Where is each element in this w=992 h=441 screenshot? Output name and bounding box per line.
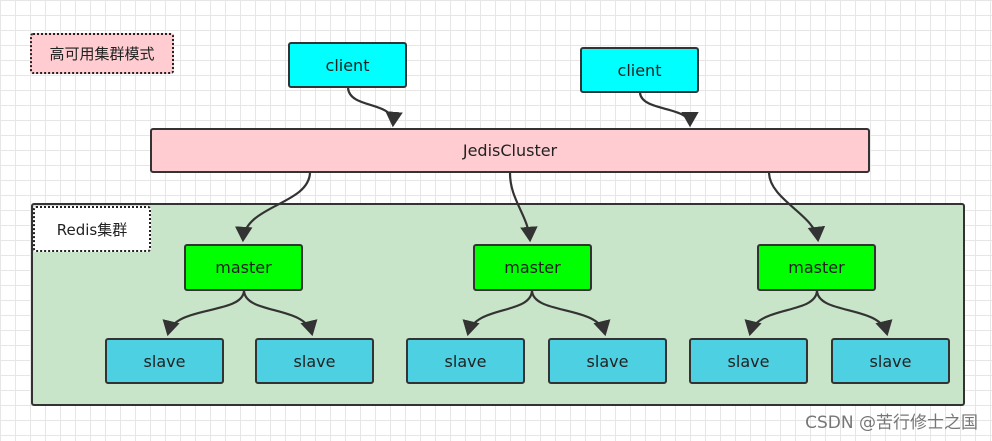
client-node-1: client (288, 42, 407, 88)
slave-node-6: slave (831, 338, 950, 384)
master-node-2: master (473, 244, 592, 291)
slave-node-4: slave (548, 338, 667, 384)
redis-cluster-tag: Redis集群 (33, 206, 151, 252)
client-node-2: client (580, 47, 699, 93)
title-tag: 高可用集群模式 (30, 33, 174, 74)
slave-node-5: slave (689, 338, 808, 384)
slave-node-2: slave (255, 338, 374, 384)
master-node-1: master (184, 244, 303, 291)
master-node-3: master (757, 244, 876, 291)
arrow-client2-to-jedis (638, 92, 699, 128)
watermark: CSDN @苦行修士之国 (805, 413, 978, 433)
slave-node-3: slave (406, 338, 525, 384)
slave-node-1: slave (105, 338, 224, 384)
arrow-client1-to-jedis (346, 87, 403, 128)
jedis-cluster-node: JedisCluster (150, 128, 870, 173)
